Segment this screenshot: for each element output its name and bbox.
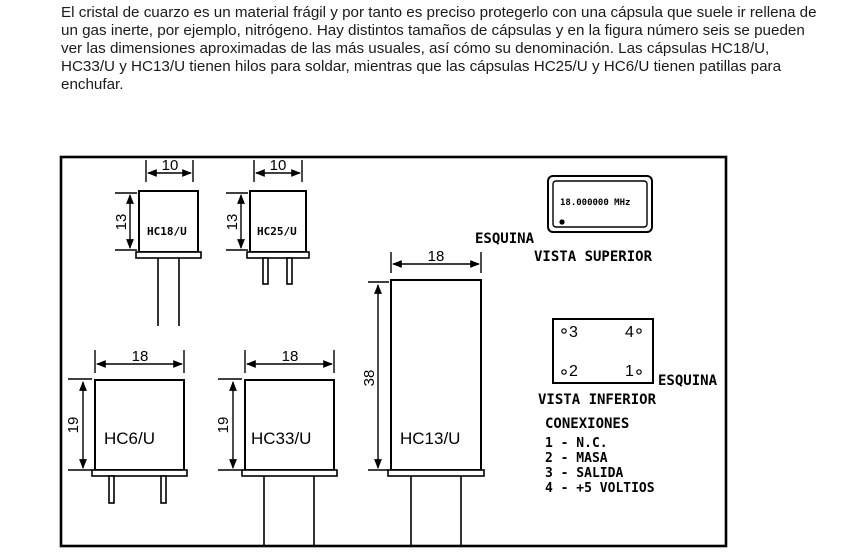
hc33-body (244, 379, 335, 471)
hc6-body (94, 379, 185, 471)
hc25-width-dim: 10 (270, 157, 287, 174)
bottom-view-corner-label: ESQUINA (658, 373, 718, 389)
top-view-inner (552, 180, 648, 228)
connections-title: CONEXIONES (545, 416, 629, 432)
hc13-body (390, 279, 482, 471)
hc25-label: HC25/U (257, 225, 297, 238)
pin-2-label: 2 (569, 363, 578, 380)
connection-item-4: 4 - +5 VOLTIOS (545, 481, 655, 496)
hc18-width-dim: 10 (162, 157, 179, 174)
connection-item-3: 3 - SALIDA (545, 466, 623, 481)
hc13-base (387, 469, 485, 477)
bottom-view-title: VISTA INFERIOR (538, 392, 657, 408)
top-view-corner-label: ESQUINA (475, 231, 535, 247)
pin-3-dot-icon (561, 328, 567, 334)
capsule-hc33: HC33/U 18 19 (215, 348, 338, 546)
pin-1-label: 1 (625, 363, 634, 380)
hc6-label: HC6/U (104, 429, 155, 448)
intro-paragraph: El cristal de cuarzo es un material frág… (61, 4, 817, 93)
pin-3-label: 3 (569, 324, 578, 341)
connection-item-2: 2 - MASA (545, 451, 608, 466)
top-view: 18.000000 MHz ESQUINA VISTA SUPERIOR (475, 175, 653, 265)
bottom-view: 3 4 2 1 ESQUINA VISTA INFERIOR (538, 318, 718, 408)
hc18-height-dim: 13 (113, 214, 130, 231)
hc6-height-dim: 19 (65, 417, 82, 434)
hc18-base (135, 251, 202, 259)
hc25-pin-left (262, 257, 269, 285)
hc33-label: HC33/U (251, 429, 311, 448)
top-view-title: VISTA SUPERIOR (534, 249, 653, 265)
connection-item-1: 1 - N.C. (545, 436, 608, 451)
capsule-hc25: HC25/U 10 13 (224, 157, 310, 285)
corner-dot-icon (559, 219, 565, 225)
connections-list: CONEXIONES 1 - N.C. 2 - MASA 3 - SALIDA … (545, 416, 655, 496)
hc13-height-dim: 38 (361, 370, 378, 387)
hc6-width-dim: 18 (132, 348, 149, 365)
hc33-height-dim: 19 (215, 417, 232, 434)
top-view-frequency: 18.000000 MHz (560, 198, 630, 208)
pin-2-dot-icon (561, 369, 567, 375)
hc25-base (246, 251, 310, 259)
hc6-base (91, 469, 188, 477)
hc25-body (249, 190, 307, 253)
capsule-hc6: HC6/U 18 19 (65, 348, 188, 504)
pin-1-dot-icon (636, 369, 642, 375)
figure-frame (59, 155, 728, 548)
hc33-base (241, 469, 338, 477)
hc25-height-dim: 13 (224, 214, 241, 231)
capsule-hc13: HC13/U 18 38 (361, 248, 485, 546)
pin-4-label: 4 (625, 324, 634, 341)
hc18-body (138, 190, 199, 253)
hc18-label: HC18/U (147, 225, 187, 238)
pin-4-dot-icon (636, 328, 642, 334)
hc6-pin-left (108, 475, 115, 504)
hc6-pin-right (160, 475, 167, 504)
hc13-label: HC13/U (400, 429, 460, 448)
hc25-pin-right (286, 257, 293, 285)
hc33-width-dim: 18 (282, 348, 299, 365)
hc13-width-dim: 18 (428, 248, 445, 265)
capsule-hc18: HC18/U 10 13 (113, 157, 202, 326)
